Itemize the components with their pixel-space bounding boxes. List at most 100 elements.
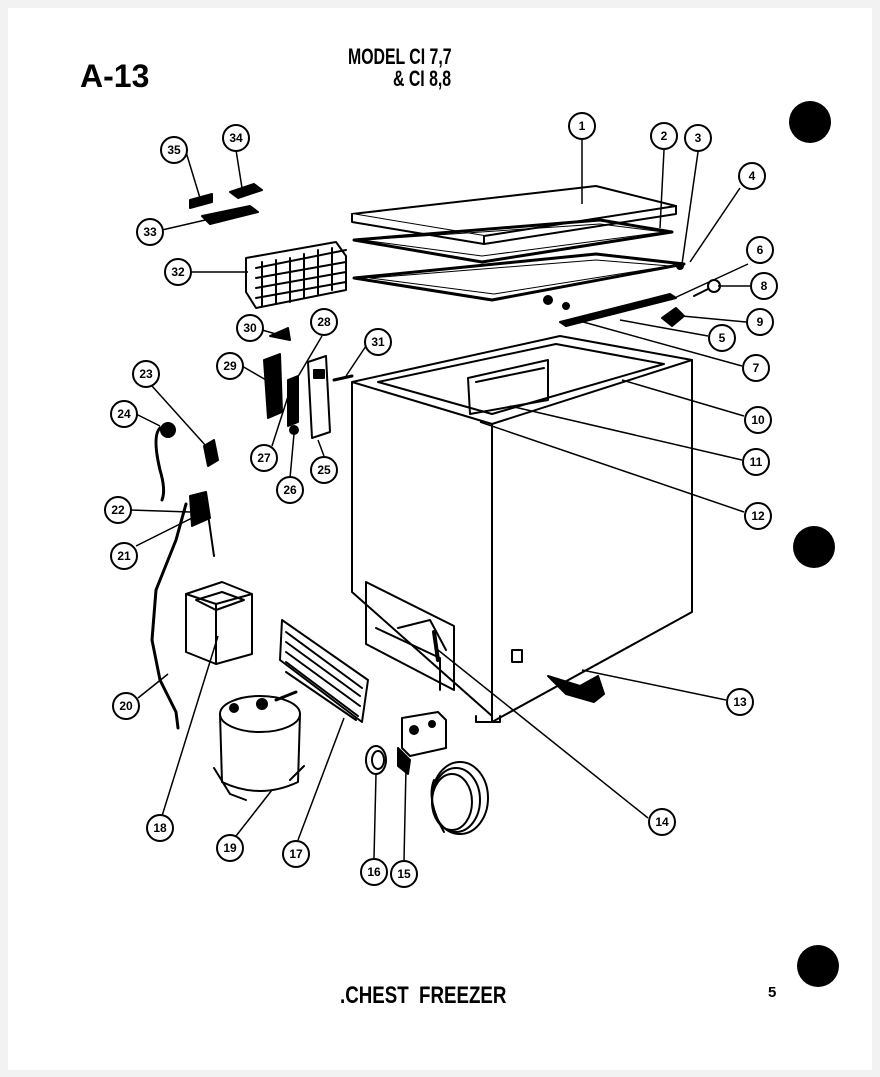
callout-15: 15 — [390, 860, 418, 888]
callout-12: 12 — [744, 502, 772, 530]
callout-3: 3 — [684, 124, 712, 152]
relay-drawing — [397, 711, 447, 775]
sheet — [8, 8, 872, 1070]
svg-text:10: 10 — [751, 413, 765, 427]
compressor-cover-drawing — [185, 581, 253, 665]
svg-text:24: 24 — [117, 407, 131, 421]
svg-text:35: 35 — [167, 143, 181, 157]
compressor-drawing — [213, 690, 305, 801]
svg-text:31: 31 — [371, 335, 385, 349]
lid-gasket-drawing — [352, 218, 674, 264]
callout-17: 17 — [282, 840, 310, 868]
callout-23: 23 — [132, 360, 160, 388]
callout-34: 34 — [222, 124, 250, 152]
hinge-pin-drawing — [201, 205, 259, 225]
callout-22: 22 — [104, 496, 132, 524]
svg-text:8: 8 — [761, 279, 768, 293]
callout-26: 26 — [276, 476, 304, 504]
svg-text:14: 14 — [655, 815, 669, 829]
callout-11: 11 — [742, 448, 770, 476]
leader-lines — [129, 140, 750, 861]
svg-text:30: 30 — [243, 321, 257, 335]
page-number: 5 — [768, 984, 777, 1001]
callout-7: 7 — [742, 354, 770, 382]
callout-8: 8 — [750, 272, 778, 300]
hinge-drawing — [559, 293, 677, 327]
svg-text:16: 16 — [367, 865, 381, 879]
svg-text:33: 33 — [143, 225, 157, 239]
callout-19: 19 — [216, 834, 244, 862]
callout-31: 31 — [364, 328, 392, 356]
callout-21: 21 — [110, 542, 138, 570]
callout-27: 27 — [250, 444, 278, 472]
svg-text:3: 3 — [695, 131, 702, 145]
svg-text:32: 32 — [171, 265, 185, 279]
cabinet-drawing — [351, 335, 693, 723]
callout-2: 2 — [650, 122, 678, 150]
svg-text:13: 13 — [733, 695, 747, 709]
condenser-coil-drawing — [430, 761, 489, 835]
callout-9: 9 — [746, 308, 774, 336]
lid-drawing — [351, 185, 677, 245]
svg-text:2: 2 — [661, 129, 668, 143]
callout-25: 25 — [310, 456, 338, 484]
svg-text:22: 22 — [111, 503, 125, 517]
callout-30: 30 — [236, 314, 264, 342]
model-title-line-1: MODEL CI 7,7 — [348, 44, 452, 69]
power-cord-drawing — [150, 422, 219, 730]
svg-text:6: 6 — [757, 243, 764, 257]
svg-text:12: 12 — [751, 509, 765, 523]
callout-24: 24 — [110, 400, 138, 428]
callout-33: 33 — [136, 218, 164, 246]
svg-text:21: 21 — [117, 549, 131, 563]
part-callouts: 1 2 3 4 6 8 9 5 7 10 11 12 13 14 35 34 3… — [104, 112, 778, 888]
basket-drawing — [245, 241, 347, 309]
thermostat-knob-drawing — [547, 675, 605, 703]
svg-text:26: 26 — [283, 483, 297, 497]
svg-text:28: 28 — [317, 315, 331, 329]
svg-text:29: 29 — [223, 359, 237, 373]
overload-drawing — [365, 745, 387, 775]
svg-text:5: 5 — [719, 331, 726, 345]
lid-liner-drawing — [352, 252, 686, 302]
binder-hole-top — [789, 101, 831, 143]
binder-hole-middle — [793, 526, 835, 568]
svg-text:11: 11 — [750, 455, 763, 469]
callout-16: 16 — [360, 858, 388, 886]
svg-text:25: 25 — [317, 463, 331, 477]
callout-18: 18 — [146, 814, 174, 842]
callout-5: 5 — [708, 324, 736, 352]
svg-text:19: 19 — [223, 841, 237, 855]
lock-drawing — [661, 307, 685, 327]
grille-drawing — [279, 619, 369, 723]
diagram-caption: .CHEST FREEZER — [340, 982, 507, 1009]
callout-1: 1 — [568, 112, 596, 140]
callout-6: 6 — [746, 236, 774, 264]
hinge-bracket-left-drawing — [263, 353, 283, 419]
svg-text:18: 18 — [153, 821, 167, 835]
callout-13: 13 — [726, 688, 754, 716]
svg-text:15: 15 — [397, 867, 411, 881]
svg-text:9: 9 — [757, 315, 764, 329]
callout-20: 20 — [112, 692, 140, 720]
callout-32: 32 — [164, 258, 192, 286]
callout-35: 35 — [160, 136, 188, 164]
callout-28: 28 — [310, 308, 338, 336]
svg-text:1: 1 — [579, 119, 586, 133]
callout-4: 4 — [738, 162, 766, 190]
callout-29: 29 — [216, 352, 244, 380]
page-id: A-13 — [80, 58, 150, 94]
svg-text:17: 17 — [289, 847, 303, 861]
callout-14: 14 — [648, 808, 676, 836]
svg-text:27: 27 — [257, 451, 271, 465]
svg-text:4: 4 — [749, 169, 756, 183]
svg-text:34: 34 — [229, 131, 243, 145]
svg-text:23: 23 — [139, 367, 153, 381]
binder-hole-bottom — [797, 945, 839, 987]
model-title-line-2: & CI 8,8 — [393, 66, 452, 91]
hinge-bracket-right-drawing — [307, 355, 331, 439]
svg-text:7: 7 — [753, 361, 760, 375]
svg-text:20: 20 — [119, 699, 133, 713]
